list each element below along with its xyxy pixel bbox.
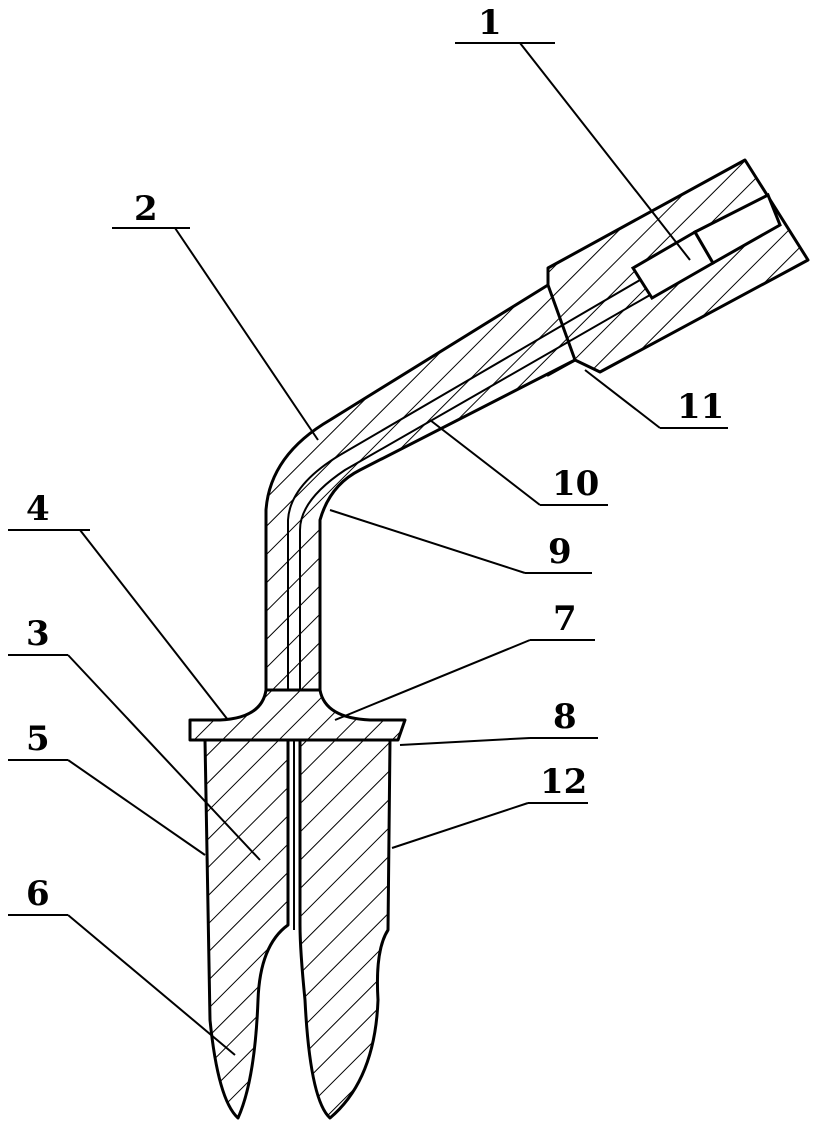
label-9: 9 (548, 532, 572, 572)
body-right (300, 740, 390, 1118)
label-8: 8 (553, 697, 577, 737)
label-4: 4 (26, 489, 50, 529)
label-12: 12 (540, 762, 587, 802)
label-5: 5 (26, 719, 50, 759)
label-10: 10 (552, 464, 599, 504)
body-left (205, 740, 288, 1118)
label-6: 6 (26, 874, 50, 914)
label-11: 11 (677, 387, 724, 427)
label-1: 1 (478, 3, 502, 43)
label-3: 3 (26, 614, 50, 654)
label-2: 2 (134, 189, 158, 229)
neck (190, 690, 405, 740)
label-7: 7 (553, 599, 577, 639)
